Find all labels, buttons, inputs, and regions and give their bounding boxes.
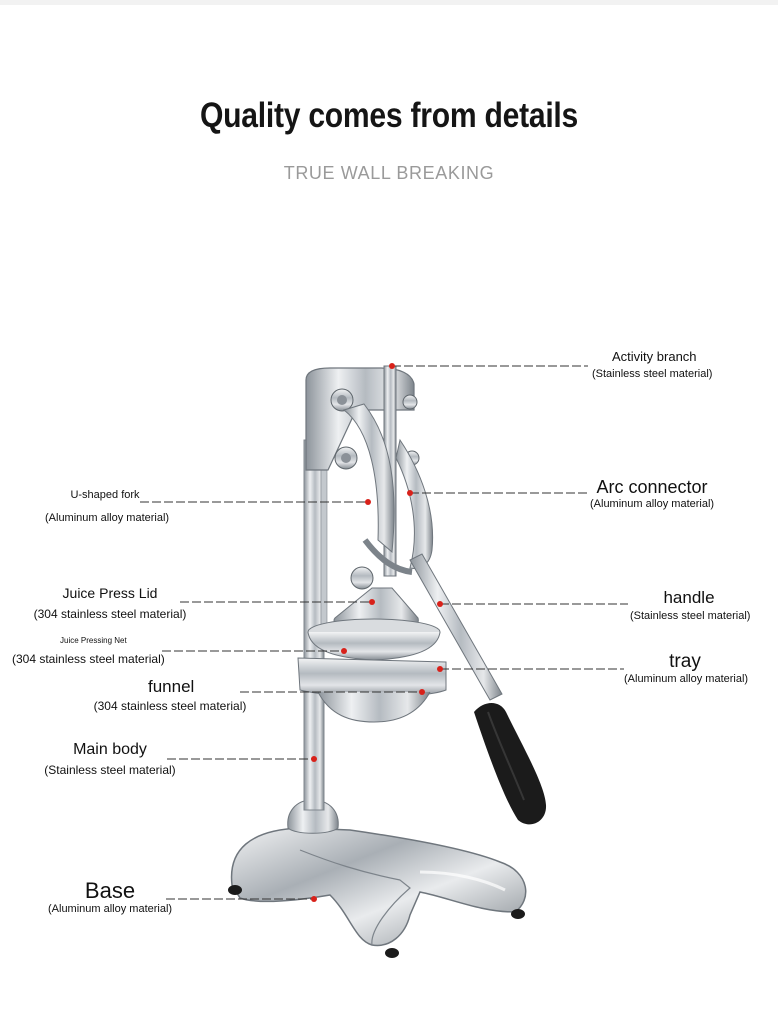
page-subtitle: TRUE WALL BREAKING: [283, 163, 495, 183]
part-name: Main body: [73, 741, 147, 758]
label-main-body: Main body (Stainless steel material): [44, 741, 176, 777]
part-name: funnel: [148, 677, 195, 696]
part-material: (304 stainless steel material): [93, 699, 247, 713]
base-foot: [385, 948, 399, 958]
pointer-dot: [419, 689, 425, 695]
part-name: tray: [669, 651, 701, 672]
part-material: (Aluminum alloy material): [624, 673, 749, 685]
pointer-dot: [369, 599, 375, 605]
part-material: (Stainless steel material): [44, 763, 176, 777]
pointer-dot: [341, 648, 347, 654]
pointer-dot: [437, 601, 443, 607]
pointer-dots: [311, 363, 443, 902]
part-material: (Stainless steel material): [630, 610, 751, 622]
part-material: (Stainless steel material): [592, 368, 713, 380]
label-funnel: funnel (304 stainless steel material): [90, 678, 250, 712]
part-name: Juice Pressing Net: [60, 636, 127, 645]
press-handle: [409, 553, 547, 825]
base-foot: [228, 885, 242, 895]
pointer-dot: [311, 756, 317, 762]
label-tray: tray (Aluminum alloy material): [624, 651, 749, 685]
part-material: (Aluminum alloy material): [48, 903, 173, 915]
base-foot: [511, 909, 525, 919]
pointer-dot: [311, 896, 317, 902]
part-material: (Aluminum alloy material): [45, 512, 170, 524]
part-name: Juice Press Lid: [62, 585, 158, 601]
label-activity-branch: Activity branch (Stainless steel materia…: [592, 350, 712, 380]
label-arc-connector: Arc connector (Aluminum alloy material): [590, 478, 714, 510]
part-name: Base: [84, 878, 136, 903]
label-handle: handle (Stainless steel material): [630, 588, 751, 622]
leader-lines: [140, 365, 628, 900]
pointer-dot: [389, 363, 395, 369]
part-name: Arc connector: [596, 477, 708, 497]
part-name: U-shaped fork: [70, 489, 140, 501]
part-name: Activity branch: [612, 349, 697, 364]
top-divider: [0, 0, 778, 5]
pointer-dot: [437, 666, 443, 672]
label-juice-press-lid: Juice Press Lid (304 stainless steel mat…: [30, 586, 190, 620]
part-name: handle: [663, 588, 715, 607]
pointer-dot: [365, 499, 371, 505]
page-title: Quality comes from details: [199, 96, 579, 135]
label-u-shaped-fork: U-shaped fork (Aluminum alloy material): [45, 489, 170, 524]
pointer-dot: [407, 490, 413, 496]
funnel-tray-assembly: [297, 618, 447, 723]
part-material: (304 stainless steel material): [33, 607, 187, 621]
label-juice-pressing-net: Juice Pressing Net (304 stainless steel …: [12, 636, 172, 666]
juicer-base: [228, 799, 527, 958]
part-material: (304 stainless steel material): [12, 652, 165, 666]
label-base: Base (Aluminum alloy material): [48, 880, 172, 915]
part-material: (Aluminum alloy material): [590, 498, 715, 510]
